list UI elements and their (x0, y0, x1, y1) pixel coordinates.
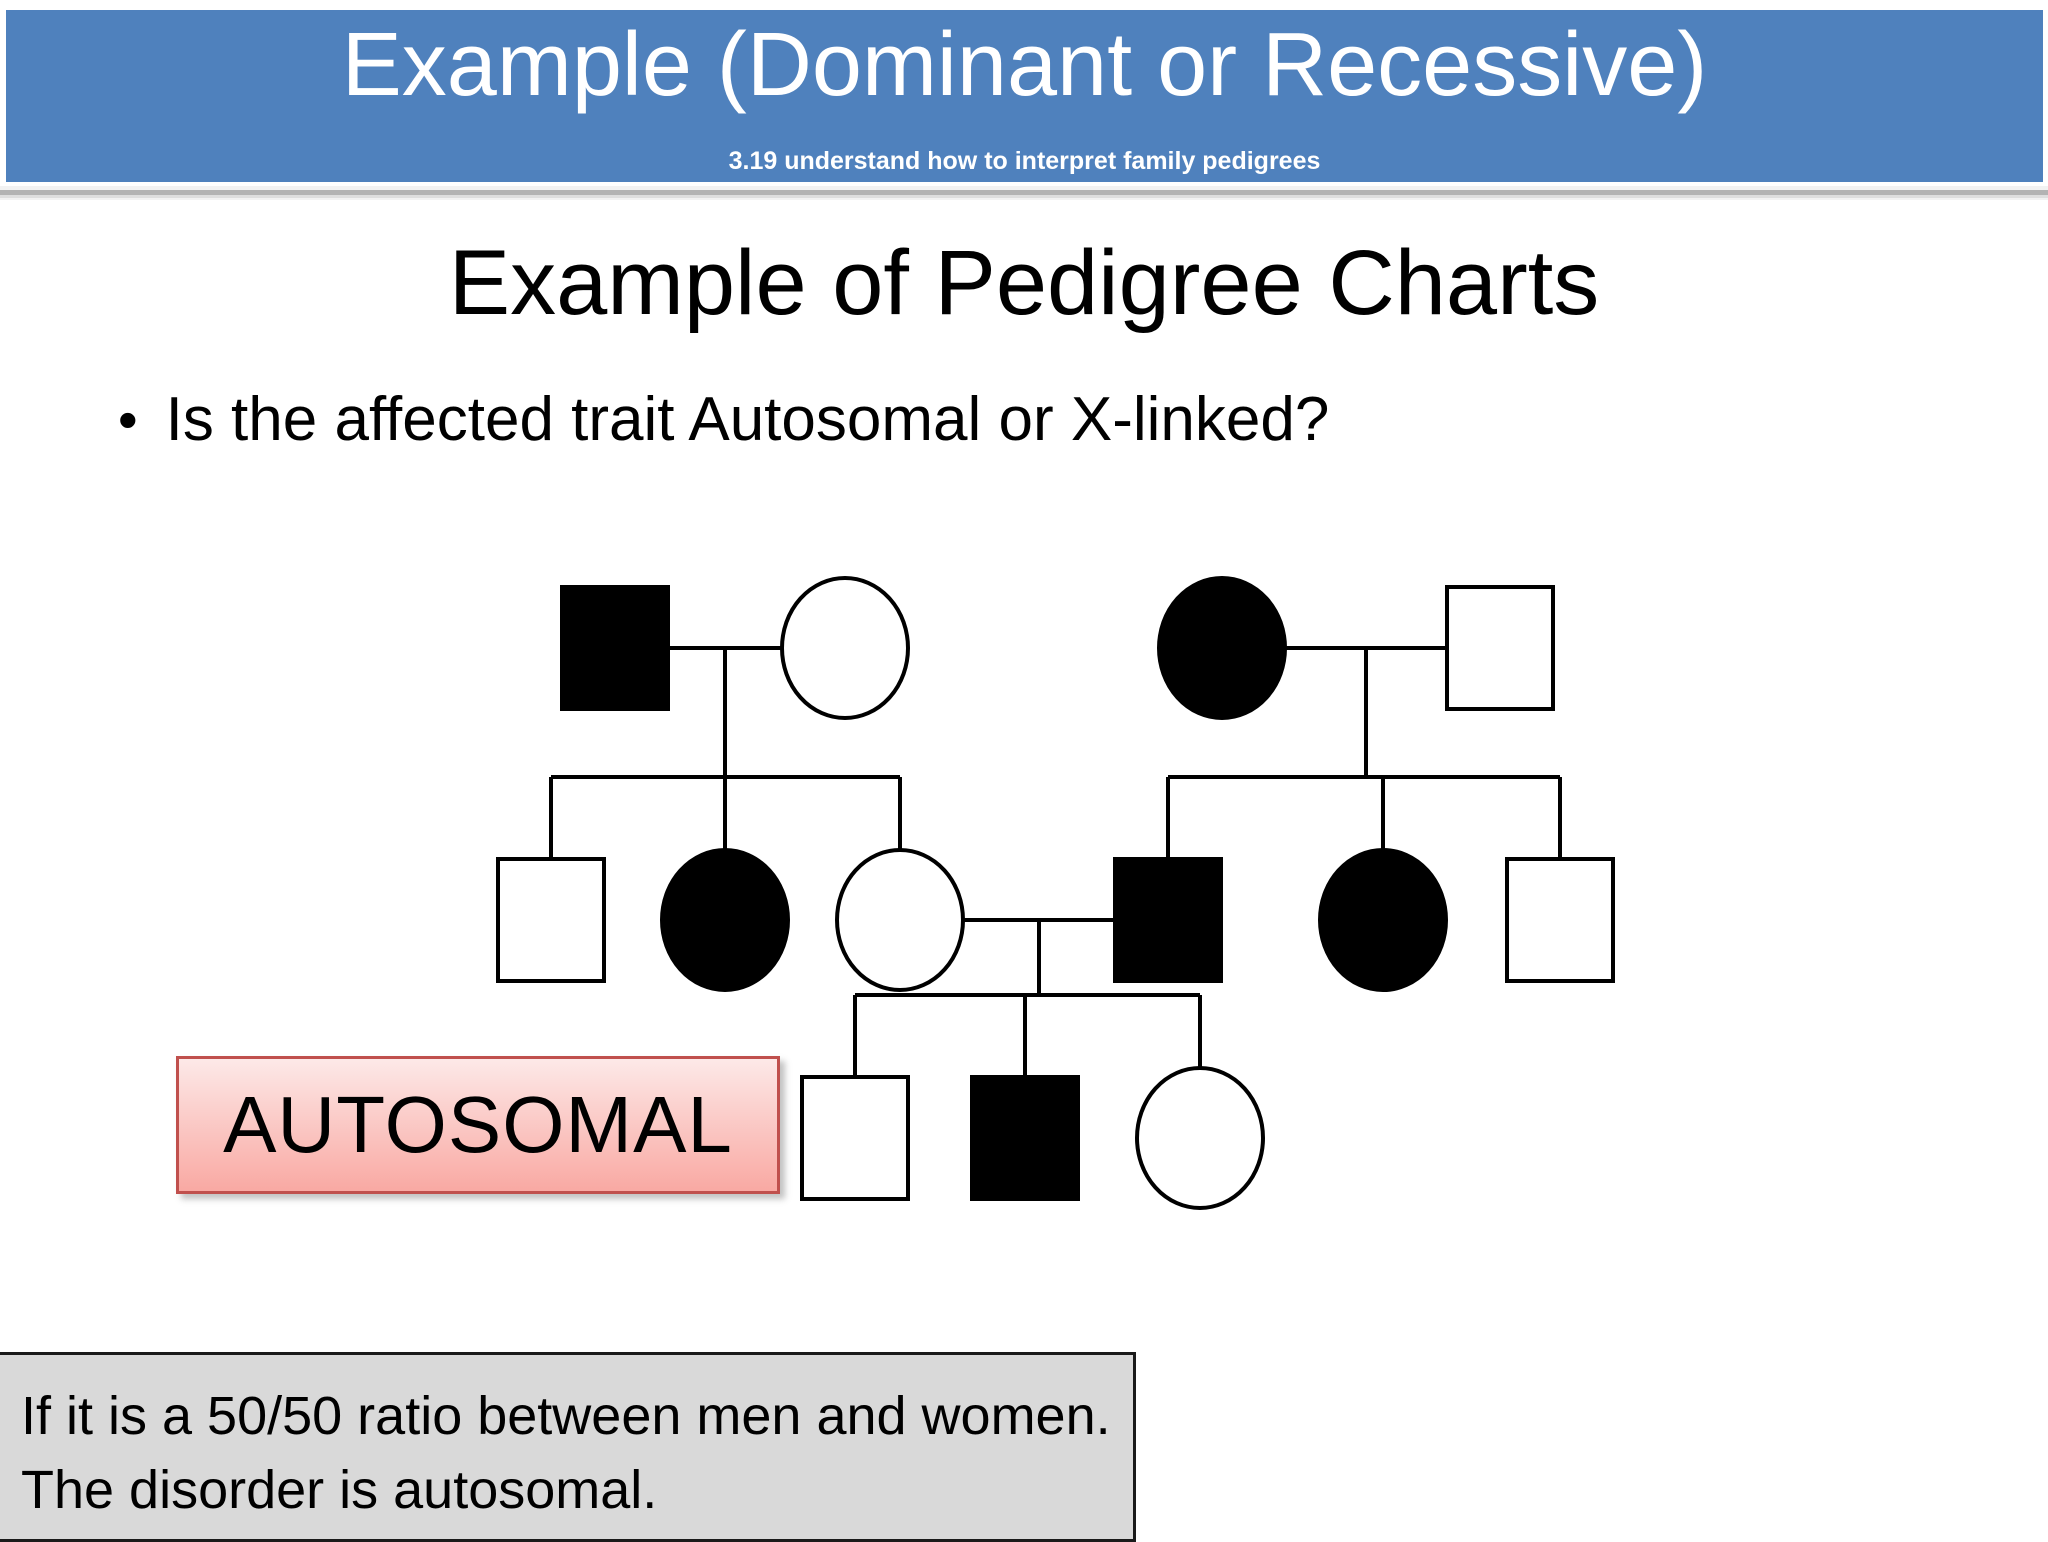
bullet-item-label: Is the affected trait Autosomal or X-lin… (165, 385, 1330, 454)
pedigree-female-unaffected-II-3 (835, 848, 965, 992)
header-divider-line-secondary (0, 195, 2048, 198)
pedigree-male-unaffected-II-1 (496, 857, 606, 983)
pedigree-male-unaffected-II-6 (1505, 857, 1615, 983)
explanation-box: If it is a 50/50 ratio between men and w… (0, 1352, 1136, 1542)
pedigree-male-affected-II-4 (1113, 857, 1223, 983)
pedigree-male-unaffected-I-4 (1445, 585, 1555, 711)
pedigree-female-affected-II-2 (660, 848, 790, 992)
answer-badge-label: AUTOSOMAL (223, 1080, 733, 1169)
header-banner: Example (Dominant or Recessive) 3.19 und… (6, 10, 2043, 182)
pedigree-female-unaffected-I-2 (780, 576, 910, 720)
pedigree-connector-lines (549, 646, 1562, 1077)
header-subtitle: 3.19 understand how to interpret family … (728, 147, 1321, 175)
pedigree-female-affected-II-5 (1318, 848, 1448, 992)
pedigree-female-unaffected-III-3 (1135, 1066, 1265, 1210)
pedigree-female-affected-I-3 (1157, 576, 1287, 720)
page-title: Example of Pedigree Charts (448, 232, 1600, 334)
bullet-item: • Is the affected trait Autosomal or X-l… (118, 378, 1948, 462)
pedigree-male-affected-III-2 (970, 1075, 1080, 1201)
pedigree-male-affected-I-1 (560, 585, 670, 711)
bullet-marker-icon: • (118, 388, 138, 451)
header-divider-line (0, 190, 2048, 195)
explanation-text: If it is a 50/50 ratio between men and w… (21, 1386, 1111, 1520)
pedigree-male-unaffected-III-1 (800, 1075, 910, 1201)
header-title: Example (Dominant or Recessive) (341, 15, 1708, 115)
answer-badge-autosomal[interactable]: AUTOSOMAL (176, 1056, 780, 1194)
